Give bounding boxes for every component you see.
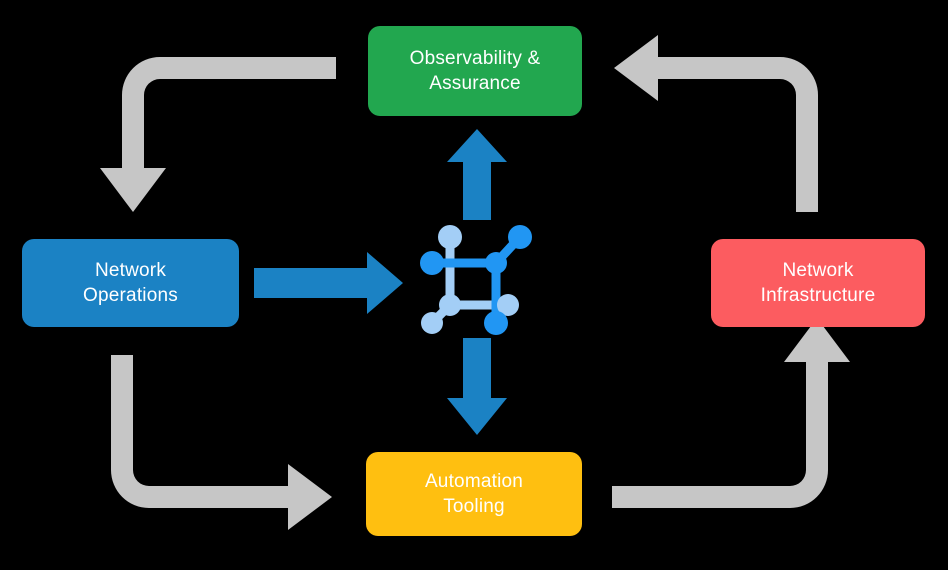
node-automation-tooling[interactable]: Automation Tooling <box>366 452 582 536</box>
network-topology-icon <box>420 225 532 335</box>
arrow-center-to-automation <box>447 338 507 435</box>
arrow-infrastructure-to-observability <box>614 35 818 212</box>
arrow-operations-to-center <box>254 252 403 314</box>
arrow-center-to-observability <box>447 129 507 220</box>
node-network-infrastructure[interactable]: Network Infrastructure <box>711 239 925 327</box>
arrow-observability-to-operations <box>100 57 336 212</box>
node-observability-assurance[interactable]: Observability & Assurance <box>368 26 582 116</box>
node-network-operations[interactable]: Network Operations <box>22 239 239 327</box>
arrow-operations-to-automation <box>111 355 332 530</box>
arrow-automation-to-infrastructure <box>612 318 850 508</box>
